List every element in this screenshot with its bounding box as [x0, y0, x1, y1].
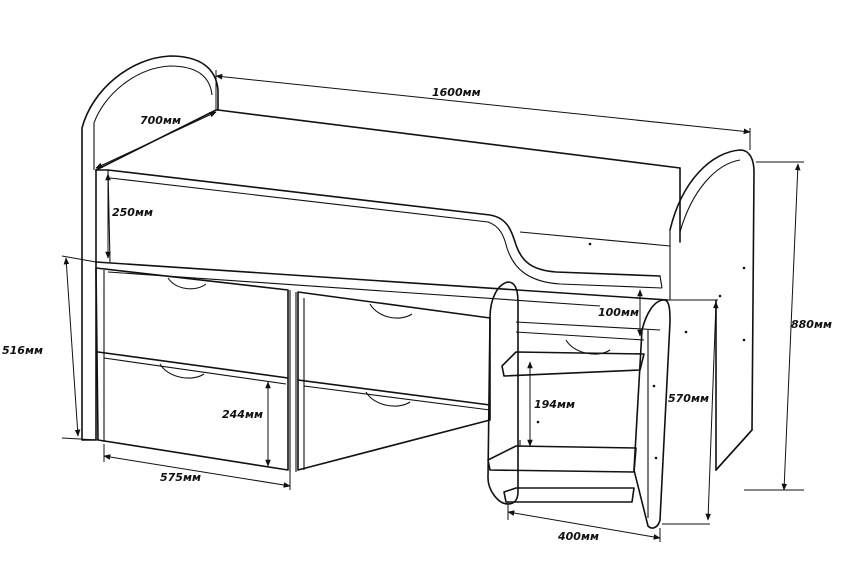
length-label: 1600мм [432, 86, 481, 99]
drawer-width-label: 575мм [160, 471, 201, 484]
drawer-height-label: 244мм [222, 408, 263, 421]
ladder-width-label: 400мм [557, 530, 599, 543]
step-gap-label: 194мм [534, 398, 575, 411]
ladder [487, 281, 688, 529]
drawer-block-height-label: 516мм [2, 344, 43, 357]
drawer-block [95, 261, 669, 472]
dimension-lines [61, 70, 804, 542]
side-height-label: 250мм [112, 206, 153, 219]
top-step-label: 100мм [598, 306, 639, 319]
ladder-height-label: 570мм [668, 392, 709, 405]
depth-label: 700мм [140, 114, 181, 127]
total-height-label: 880мм [791, 318, 832, 331]
right-headboard [588, 149, 755, 471]
bed-frame [95, 109, 681, 289]
